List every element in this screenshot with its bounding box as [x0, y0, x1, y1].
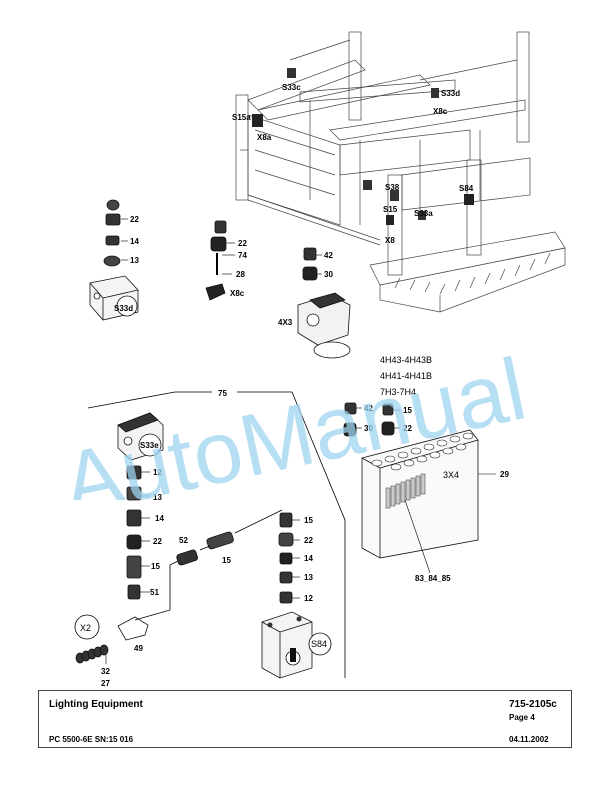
- label-14-b: 14: [155, 514, 164, 523]
- label-30-b: 30: [364, 424, 373, 433]
- label-14-c: 14: [304, 554, 313, 563]
- page-number: Page 4: [509, 713, 535, 722]
- model-serial: PC 5500-6E SN:15 016: [49, 735, 134, 744]
- label-s33a: S33a: [414, 209, 433, 218]
- s33d-switch-assembly: 22 14 13 S33d: [89, 199, 139, 321]
- label-x8a: X8a: [257, 133, 272, 142]
- junction-box-assembly: 4H43-4H43B 4H41-4H41B 7H3-7H4 42 30 15 2…: [343, 355, 509, 583]
- label-13-c: 13: [304, 573, 313, 582]
- label-22-b: 22: [238, 239, 247, 248]
- label-12-b: 12: [304, 594, 313, 603]
- label-13-a: 13: [130, 256, 139, 265]
- frame-callouts: S33c S33d X8c S15a X8a S38 S84 S15 S33a …: [232, 83, 474, 245]
- label-s33e: S33e: [140, 441, 159, 450]
- document-number: 715-2105c: [509, 699, 557, 710]
- s33e-switch-assembly: S33e 12 13 14 22 15 51 49 X2 32 27: [74, 412, 283, 688]
- label-22-d: 22: [153, 537, 162, 546]
- label-15-d: 15: [304, 516, 313, 525]
- label-7h3: 7H3-7H4: [380, 387, 416, 397]
- lamp-4x3-assembly: 42 30 4X3: [278, 247, 351, 359]
- frame-switches: [252, 68, 474, 225]
- label-s84-box: S84: [311, 639, 327, 649]
- label-4x3: 4X3: [278, 318, 293, 327]
- label-s33c-top: S33c: [282, 83, 301, 92]
- label-42-b: 42: [364, 404, 373, 413]
- label-s38: S38: [385, 183, 400, 192]
- label-s33d-top: S33d: [441, 89, 460, 98]
- label-x2: X2: [80, 623, 91, 633]
- label-15-a: 15: [403, 406, 412, 415]
- s84-switch-assembly: 15 22 14 13 12 S84: [261, 512, 332, 679]
- label-s84-top: S84: [459, 184, 474, 193]
- label-x8c-top: X8c: [433, 107, 448, 116]
- parts-diagram: S33c S33d X8c S15a X8a S38 S84 S15 S33a …: [74, 31, 566, 688]
- machine-frame: [235, 31, 566, 313]
- label-12-a: 12: [153, 468, 162, 477]
- label-28: 28: [236, 270, 245, 279]
- label-30-a: 30: [324, 270, 333, 279]
- bracket-75: 75: [87, 389, 346, 678]
- label-s15: S15: [383, 205, 398, 214]
- label-4h41: 4H41-4H41B: [380, 371, 432, 381]
- label-13-b: 13: [153, 493, 162, 502]
- label-x8c-mid: X8c: [230, 289, 245, 298]
- label-s33d-left: S33d: [114, 304, 133, 313]
- label-22-c: 22: [403, 424, 412, 433]
- label-75: 75: [218, 389, 227, 398]
- label-s15a: S15a: [232, 113, 251, 122]
- label-52: 52: [179, 536, 188, 545]
- x8c-connector-assembly: 22 74 28 X8c: [205, 220, 247, 301]
- label-14-a: 14: [130, 237, 139, 246]
- label-51: 51: [150, 588, 159, 597]
- label-27: 27: [101, 679, 110, 688]
- document-date: 04.11.2002: [509, 735, 549, 744]
- label-15-b: 15: [151, 562, 160, 571]
- document-title: Lighting Equipment: [49, 699, 143, 710]
- label-4h43: 4H43-4H43B: [380, 355, 432, 365]
- label-49: 49: [134, 644, 143, 653]
- title-block: Lighting Equipment 715-2105c Page 4 PC 5…: [38, 690, 572, 748]
- label-22-e: 22: [304, 536, 313, 545]
- label-29: 29: [500, 470, 509, 479]
- label-x8: X8: [385, 236, 395, 245]
- label-3x4: 3X4: [443, 470, 459, 480]
- label-32: 32: [101, 667, 110, 676]
- label-22-a: 22: [130, 215, 139, 224]
- label-83-84-85: 83_84_85: [415, 574, 451, 583]
- label-42-a: 42: [324, 251, 333, 260]
- label-74: 74: [238, 251, 247, 260]
- label-15-c: 15: [222, 556, 231, 565]
